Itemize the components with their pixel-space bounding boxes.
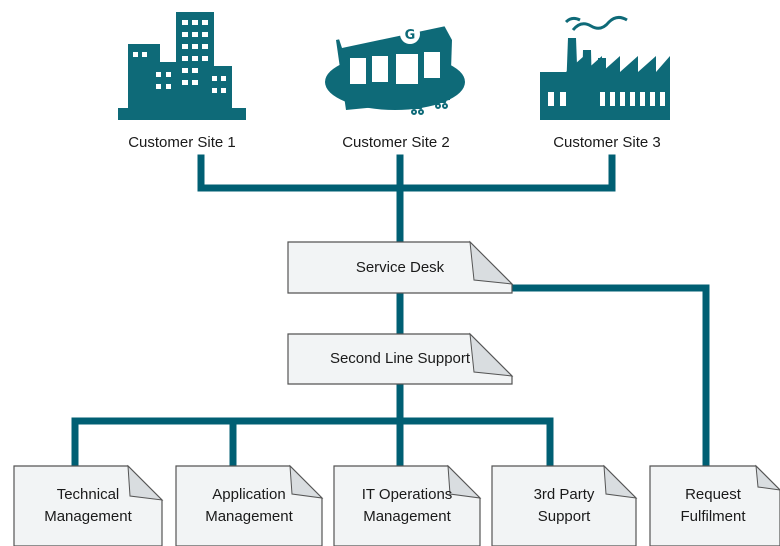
second-line-support-label: Second Line Support bbox=[329, 350, 471, 367]
it-operations-management-box: IT Operations Management bbox=[334, 478, 480, 534]
sites-bus-line bbox=[197, 154, 616, 192]
office-buildings-icon bbox=[118, 12, 246, 120]
service-desk-to-request-fulfilment bbox=[506, 284, 710, 470]
factory-icon bbox=[540, 15, 670, 120]
it-operations-management-label: IT Operations Management bbox=[361, 486, 453, 525]
third-party-support-box: 3rd Party Support bbox=[492, 478, 636, 534]
it-operations-box-shape bbox=[333, 465, 481, 546]
application-management-label: Application Management bbox=[205, 486, 293, 525]
application-box-shape bbox=[175, 465, 323, 546]
application-management-box: Application Management bbox=[176, 478, 322, 534]
customer-site-2-label: Customer Site 2 bbox=[342, 134, 450, 151]
service-desk-box-shape bbox=[287, 241, 513, 294]
service-desk-box: Service Desk bbox=[288, 242, 512, 293]
supermarket-store-icon: G bbox=[325, 14, 465, 115]
technical-box-shape bbox=[13, 465, 163, 546]
second-line-support-box: Second Line Support bbox=[288, 334, 512, 384]
technical-management-label: Technical Management bbox=[44, 486, 132, 525]
customer-site-3-label: Customer Site 3 bbox=[553, 134, 661, 151]
second-line-box-shape bbox=[287, 333, 513, 385]
third-party-support-label: 3rd Party Support bbox=[533, 486, 595, 525]
customer-site-1-label: Customer Site 1 bbox=[128, 134, 236, 151]
request-fulfilment-label: Request Fulfilment bbox=[680, 486, 746, 525]
third-party-box-shape bbox=[491, 465, 637, 546]
connector-lines bbox=[71, 154, 710, 470]
service-desk-label: Service Desk bbox=[355, 258, 445, 276]
box-shapes bbox=[13, 240, 780, 546]
technical-management-box: Technical Management bbox=[14, 478, 162, 534]
svg-text:G: G bbox=[405, 28, 416, 43]
request-fulfilment-box-shape bbox=[649, 465, 780, 546]
request-fulfilment-box: Request Fulfilment bbox=[650, 478, 776, 534]
